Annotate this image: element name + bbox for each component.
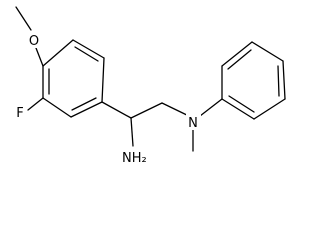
ring-bond: [251, 41, 284, 62]
atom-f-bg: [13, 103, 26, 120]
ring-bond: [70, 101, 103, 118]
atom-n-label: N: [188, 116, 198, 131]
ring-bond: [282, 60, 286, 100]
bond-ch-ch2: [130, 102, 163, 119]
ring-double-bond: [227, 49, 252, 70]
bond-ch-nh2: [130, 117, 134, 147]
ring-double-bond: [74, 46, 99, 62]
bond-methyl-o: [15, 6, 32, 31]
atom-o-label: O: [29, 34, 39, 49]
atom-n-bg: [186, 113, 201, 130]
atom-nh2-bg: [121, 148, 151, 166]
bond-f-ring: [27, 97, 44, 111]
ring-double-bond: [277, 65, 280, 97]
bond-o-ring: [35, 47, 44, 67]
bond-n-phenyl: [199, 98, 223, 117]
phenyl-ring: [221, 41, 286, 120]
ring-bond: [101, 57, 105, 103]
fluoro-methoxy-phenyl-ring: [42, 39, 105, 118]
ring-bond: [253, 98, 286, 120]
atom-f-label: F: [16, 106, 23, 121]
ring-bond: [42, 97, 72, 118]
ring-bond: [221, 98, 255, 120]
atom-nh2-label: NH₂: [122, 151, 147, 166]
atom-o-bg: [27, 31, 41, 48]
chemical-structure-diagram: O F N NH₂: [13, 6, 286, 166]
ring-bond: [42, 39, 74, 67]
ring-double-bond: [71, 97, 97, 111]
bond-ring-ch: [101, 101, 132, 119]
ring-bond: [72, 39, 105, 59]
ring-bond: [221, 41, 253, 67]
ring-double-bond: [228, 95, 255, 113]
